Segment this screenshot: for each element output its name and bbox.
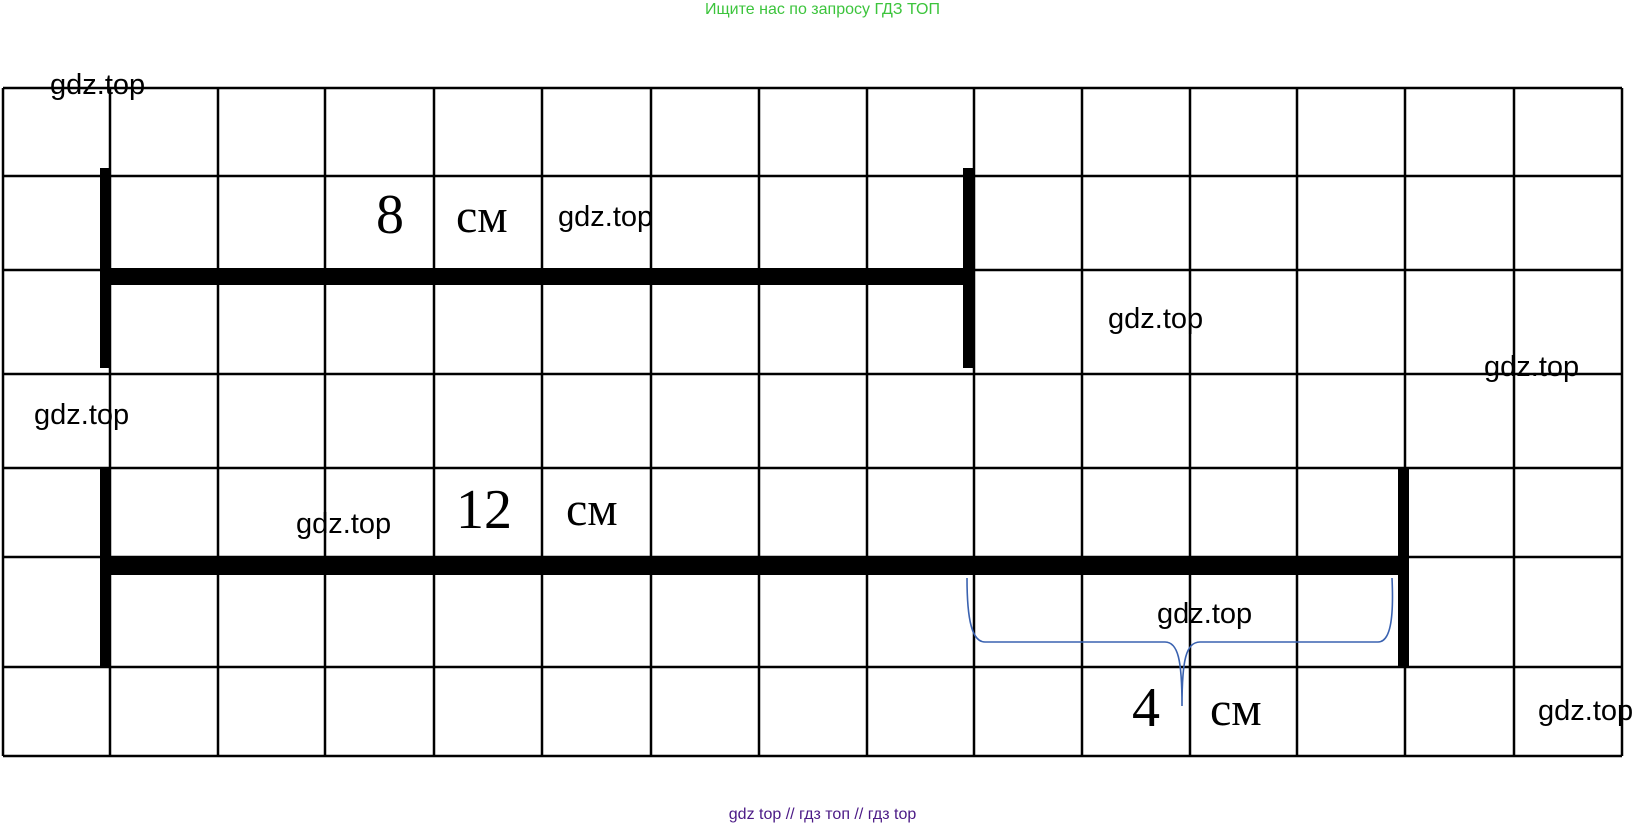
watermark: gdz.top [296,508,391,540]
segment-8cm-unit: см [456,190,508,243]
segment-8cm [100,168,974,368]
watermark: gdz.top [34,399,129,431]
watermark: gdz.top [1484,351,1579,383]
segment-8cm-line [100,268,974,285]
watermark: gdz.top [50,69,145,101]
brace-4cm [966,577,1394,707]
segment-12cm [100,468,1409,668]
footer-watermark-text: gdz top // гдз топ // гдз top [728,806,917,823]
segment-8cm-number: 8 [376,184,404,246]
watermark: gdz.top [558,201,653,233]
segment-12cm-line [100,557,1409,575]
watermark: gdz.top [1108,303,1203,335]
watermark: gdz.top [1538,695,1633,727]
grid-lines [1,86,1624,758]
segment-12cm-unit: см [566,483,618,536]
segment-4cm-unit: см [1210,683,1262,736]
header-banner-text: Ищите нас по запросу ГДЗ ТОП [705,1,940,18]
segment-12cm-number: 12 [456,479,512,541]
segment-4cm-number: 4 [1132,677,1160,739]
watermark: gdz.top [1157,598,1252,630]
